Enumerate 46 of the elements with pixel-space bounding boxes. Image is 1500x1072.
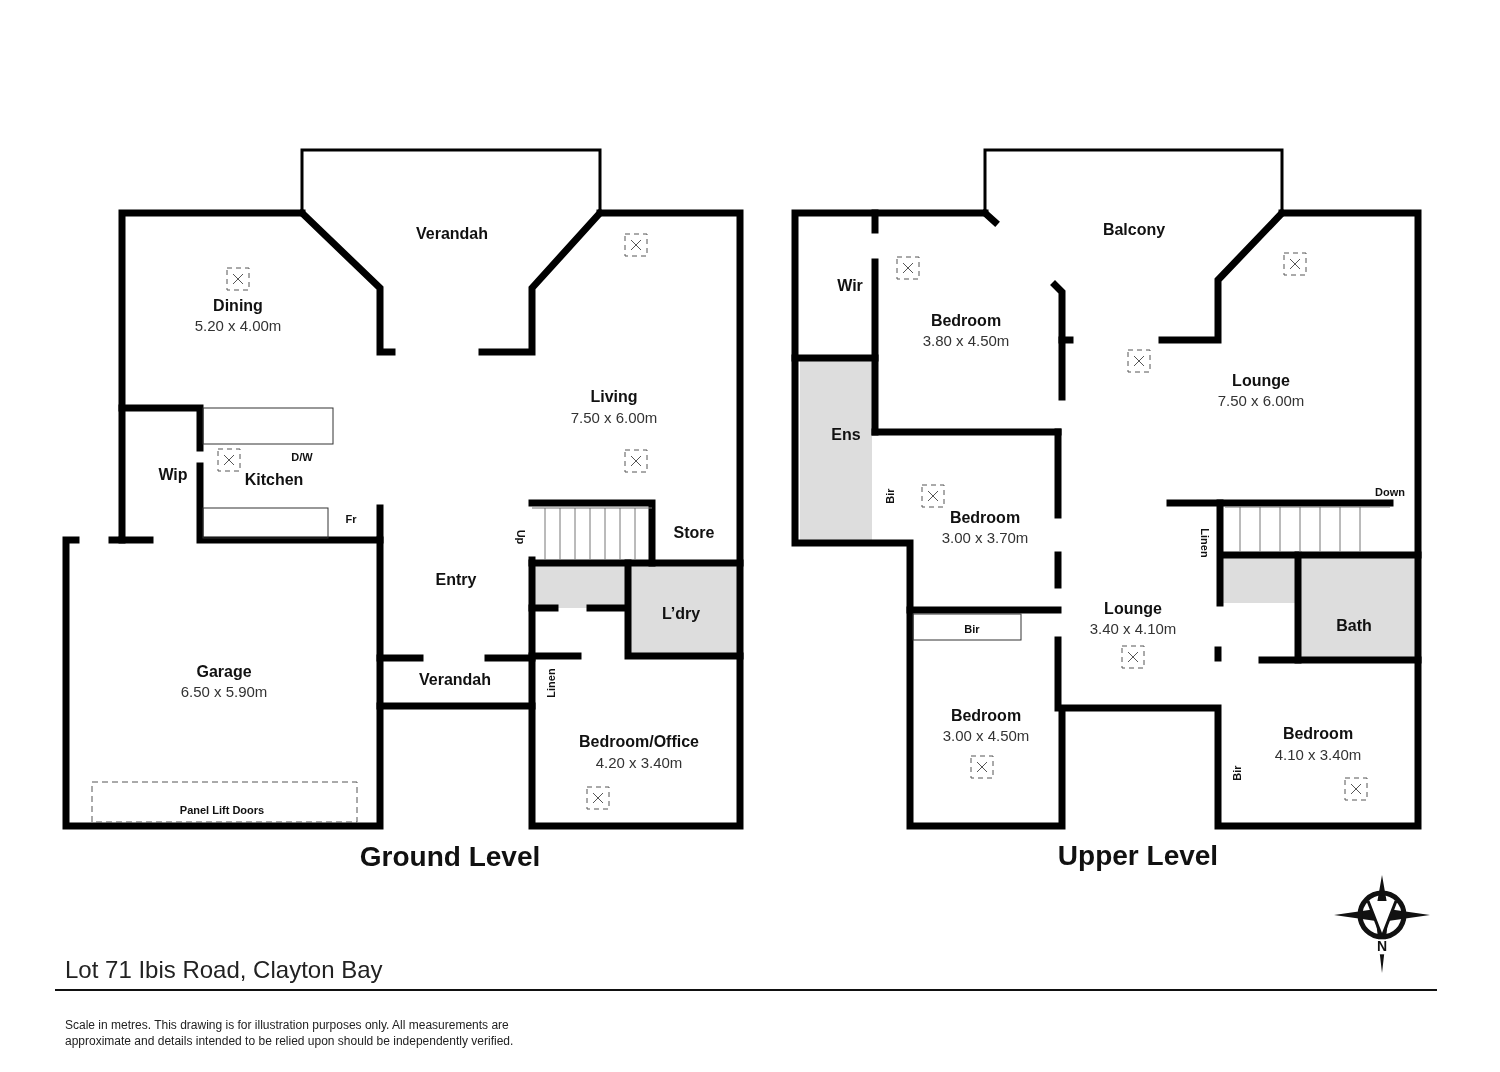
room-dimensions: 7.50 x 6.00m bbox=[570, 409, 658, 427]
level-heading: Upper Level bbox=[1057, 840, 1219, 872]
plan-label: Down bbox=[1375, 485, 1405, 499]
room-name: Lounge bbox=[1104, 600, 1162, 618]
room-name: Bedroom bbox=[930, 312, 1002, 330]
room-name: Bedroom/Office bbox=[579, 733, 699, 751]
room-name: Bedroom bbox=[949, 509, 1021, 527]
room-name: Garage bbox=[196, 663, 252, 681]
north-label: N bbox=[1375, 939, 1389, 955]
room-name: Verandah bbox=[416, 225, 488, 243]
room-name: Entry bbox=[435, 571, 477, 589]
plan-label: Fr bbox=[345, 512, 357, 526]
room-dimensions: 7.50 x 6.00m bbox=[1217, 392, 1305, 410]
room-name: L’dry bbox=[661, 605, 701, 623]
room-name: Dining bbox=[213, 297, 263, 315]
room-name: Balcony bbox=[1102, 221, 1166, 239]
disclaimer-note: Scale in metres. This drawing is for illustration purposes only. All measurements are approximate and details intended to be relied upon should be independently verified. bbox=[65, 1017, 515, 1050]
room-dimensions: 5.20 x 4.00m bbox=[194, 317, 282, 335]
room-name: Lounge bbox=[1232, 372, 1290, 390]
room-name: Wip bbox=[158, 466, 188, 484]
plan-label: D/W bbox=[291, 450, 313, 464]
plan-label: Bir bbox=[1230, 765, 1244, 781]
room-dimensions: 4.20 x 3.40m bbox=[595, 754, 683, 772]
room-dimensions: 3.00 x 3.70m bbox=[941, 529, 1029, 547]
room-dimensions: 3.80 x 4.50m bbox=[922, 332, 1010, 350]
room-name: Verandah bbox=[419, 671, 491, 689]
room-dimensions: 3.00 x 4.50m bbox=[942, 727, 1030, 745]
room-name: Kitchen bbox=[244, 471, 304, 489]
room-name: Living bbox=[590, 388, 638, 406]
address-title: Lot 71 Ibis Road, Clayton Bay bbox=[65, 956, 383, 984]
plan-label: Panel Lift Doors bbox=[179, 803, 265, 817]
room-dimensions: 6.50 x 5.90m bbox=[180, 683, 268, 701]
level-heading: Ground Level bbox=[359, 841, 541, 873]
room-dimensions: 4.10 x 3.40m bbox=[1274, 746, 1362, 764]
room-name: Bedroom bbox=[950, 707, 1022, 725]
room-name: Bedroom bbox=[1282, 725, 1354, 743]
room-name: Bath bbox=[1336, 617, 1372, 635]
plan-label: Linen bbox=[544, 668, 558, 698]
plan-label: Bir bbox=[964, 622, 980, 636]
room-name: Ens bbox=[831, 426, 861, 444]
room-name: Wir bbox=[837, 277, 863, 295]
plan-label: Bir bbox=[883, 488, 897, 504]
room-dimensions: 3.40 x 4.10m bbox=[1089, 620, 1177, 638]
room-name: Store bbox=[673, 524, 715, 542]
plan-label: Up bbox=[514, 529, 528, 545]
plan-label: Linen bbox=[1198, 528, 1212, 558]
